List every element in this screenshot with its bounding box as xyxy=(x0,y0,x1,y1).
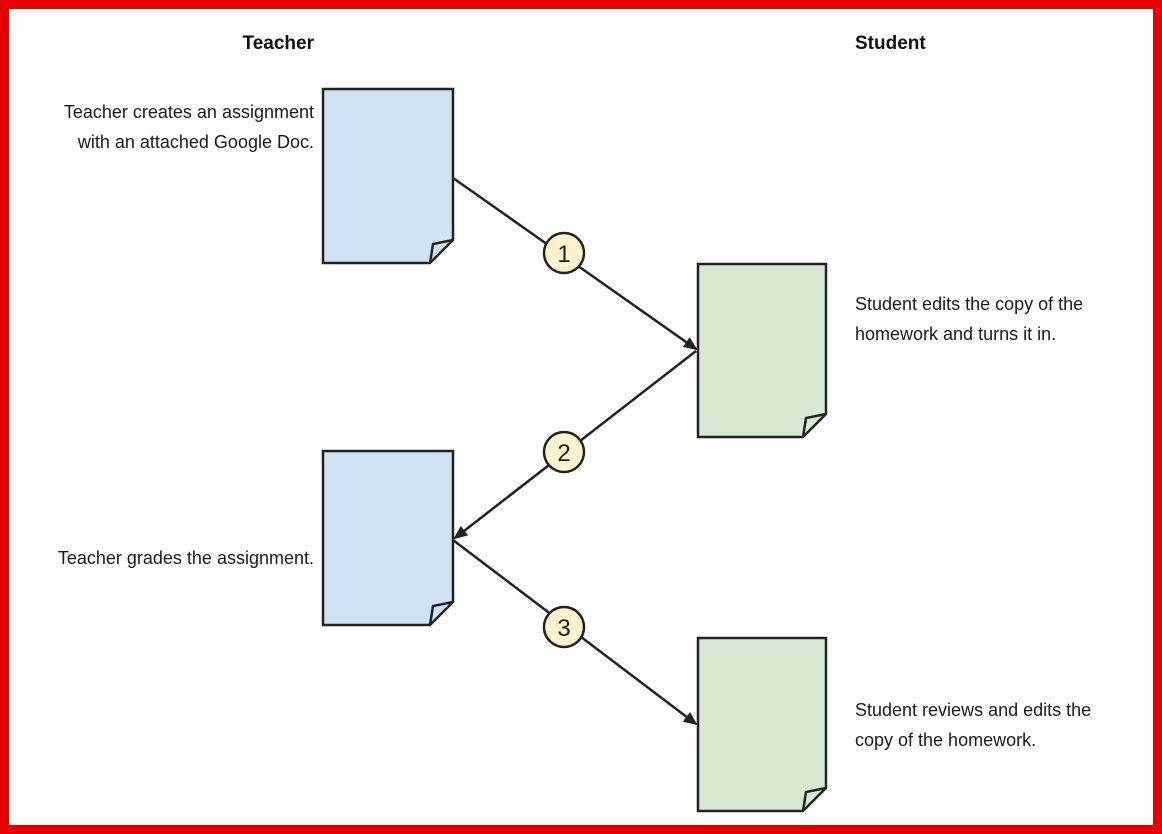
step-2-marker: 2 xyxy=(542,430,586,474)
teacher-graded-document xyxy=(321,449,455,627)
student-copy-document xyxy=(696,262,828,439)
teacher-creates-description: Teacher creates an assignment with an at… xyxy=(63,102,314,152)
teacher-assignment-document xyxy=(321,87,455,265)
step-3-label: 3 xyxy=(557,615,570,642)
student-edits-description: Student edits the copy of the homework a… xyxy=(855,294,1084,344)
step-1-label: 1 xyxy=(557,241,570,268)
step-3-marker: 3 xyxy=(542,605,586,649)
teacher-grades-description: Teacher grades the assignment. xyxy=(57,548,314,568)
step-2-label: 2 xyxy=(557,440,570,467)
teacher-column-header: Teacher xyxy=(242,33,314,54)
step-1-marker: 1 xyxy=(542,231,586,275)
student-reviews-description: Student reviews and edits the copy of th… xyxy=(855,700,1092,750)
student-reviewed-document xyxy=(696,636,828,813)
student-column-header: Student xyxy=(855,33,926,54)
